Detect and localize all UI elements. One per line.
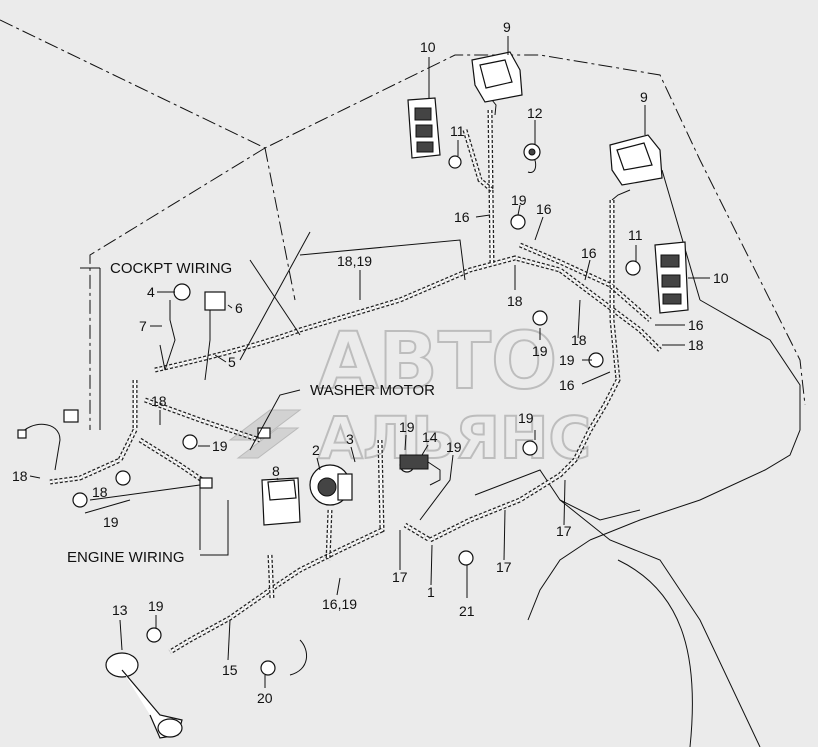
callout: 15 (222, 662, 238, 678)
callout: 18 (507, 293, 523, 309)
callout: 13 (112, 602, 128, 618)
cockpit-wiring-label: COCKPT WIRING (110, 260, 232, 277)
callout: 18 (688, 337, 704, 353)
callout: 4 (147, 284, 155, 300)
watermark-line2: АЛЬЯНС (318, 404, 591, 472)
ground-strap (399, 454, 441, 486)
callout: 10 (713, 270, 729, 286)
callout: 17 (496, 559, 512, 575)
switch-panel-right (654, 241, 689, 314)
callout: 16 (559, 377, 575, 393)
callout: 19 (559, 352, 575, 368)
callout: 10 (420, 39, 436, 55)
callout: 19 (532, 343, 548, 359)
callout: 20 (257, 690, 273, 706)
relay-box (261, 477, 301, 526)
callout-numbers: 10 9 11 12 9 19 16 16 11 10 16 18,19 18 … (12, 19, 729, 706)
callout: 16 (688, 317, 704, 333)
callout: 12 (527, 105, 543, 121)
callout: 3 (346, 431, 354, 447)
washer-motor-label: WASHER MOTOR (310, 382, 435, 399)
callout: 16,19 (322, 596, 357, 612)
callout: 19 (399, 419, 415, 435)
callout: 19 (511, 192, 527, 208)
callout: 5 (228, 354, 236, 370)
callout: 16 (454, 209, 470, 225)
callout: 1 (427, 584, 435, 600)
engine-wiring-label: ENGINE WIRING (67, 549, 185, 566)
work-lamp-front-left (471, 51, 523, 103)
main-harness (49, 109, 662, 655)
callout: 17 (392, 569, 408, 585)
fuel-sender (105, 652, 183, 739)
callout: 16 (581, 245, 597, 261)
switch-panel-left (407, 97, 441, 159)
leader-lines (29, 36, 710, 688)
callout: 9 (640, 89, 648, 105)
callout: 19 (103, 514, 119, 530)
callout: 18,19 (337, 253, 372, 269)
thin-wires (19, 99, 631, 676)
watermark-logo: АВТО АЛЬЯНС (228, 316, 592, 473)
callout: 18 (12, 468, 28, 484)
callout: 14 (422, 429, 438, 445)
callout: 11 (450, 123, 465, 139)
callout: 11 (628, 227, 643, 243)
callout: 19 (446, 439, 462, 455)
cab-outline (0, 19, 806, 747)
callout: 19 (148, 598, 164, 614)
callout: 21 (459, 603, 475, 619)
callout: 19 (212, 438, 228, 454)
callout: 2 (312, 442, 320, 458)
callout: 17 (556, 523, 572, 539)
callout: 8 (272, 463, 280, 479)
callout: 18 (571, 332, 587, 348)
callout: 16 (536, 201, 552, 217)
section-labels: COCKPT WIRING WASHER MOTOR ENGINE WIRING (67, 260, 435, 566)
grommets-and-connectors (17, 143, 641, 676)
watermark-line1: АВТО (318, 317, 557, 407)
callout: 18 (151, 393, 167, 409)
callout: 18 (92, 484, 108, 500)
callout: 9 (503, 19, 511, 35)
horn (309, 464, 353, 506)
work-lamp-front-right (609, 134, 663, 186)
callout: 7 (139, 318, 147, 334)
callout: 6 (235, 300, 243, 316)
callout: 19 (518, 410, 534, 426)
